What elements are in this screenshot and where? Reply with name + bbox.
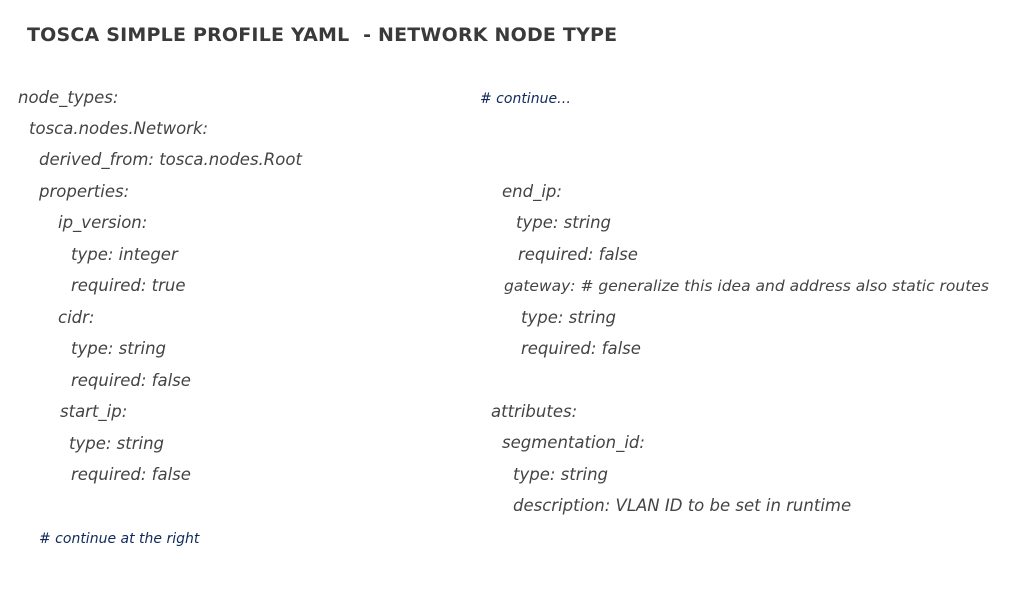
- yaml-line: ip_version:: [58, 213, 148, 232]
- yaml-line: type: string: [516, 213, 612, 232]
- slide-title: TOSCA SIMPLE PROFILE YAML - NETWORK NODE…: [27, 24, 618, 46]
- yaml-line: type: string: [69, 434, 165, 453]
- yaml-line: required: false: [71, 465, 191, 484]
- yaml-line: segmentation_id:: [502, 433, 645, 452]
- yaml-line: type: string: [521, 308, 617, 327]
- yaml-line: required: true: [71, 276, 186, 295]
- continue-comment: # continue…: [480, 91, 572, 107]
- yaml-line: start_ip:: [60, 402, 128, 421]
- yaml-line: required: false: [71, 371, 191, 390]
- yaml-line: attributes:: [491, 402, 578, 421]
- yaml-line: cidr:: [58, 308, 95, 327]
- yaml-line: required: false: [518, 245, 638, 264]
- yaml-line: end_ip:: [502, 182, 562, 201]
- yaml-line: tosca.nodes.Network:: [29, 119, 209, 138]
- yaml-line: type: integer: [71, 245, 178, 264]
- yaml-line: gateway: # generalize this idea and addr…: [504, 277, 989, 295]
- yaml-line: type: string: [513, 465, 609, 484]
- continue-comment: # continue at the right: [39, 531, 200, 547]
- yaml-line: required: false: [521, 339, 641, 358]
- yaml-line: node_types:: [18, 88, 119, 107]
- yaml-line: properties:: [39, 182, 130, 201]
- yaml-line: type: string: [71, 339, 167, 358]
- yaml-line: description: VLAN ID to be set in runtim…: [513, 496, 852, 515]
- yaml-line: derived_from: tosca.nodes.Root: [39, 150, 302, 169]
